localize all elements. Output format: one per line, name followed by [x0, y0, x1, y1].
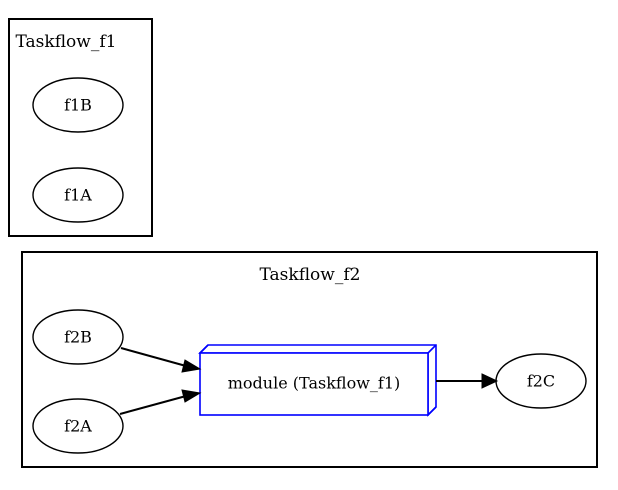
node-f1B-label: f1B: [64, 96, 92, 115]
node-f2B-shape: [32, 309, 124, 365]
edge-f2A-to-module-arrowhead: [181, 389, 202, 403]
node-module-3d-edge-topleft: [199, 344, 209, 354]
node-f1A[interactable]: f1A: [32, 167, 124, 223]
node-f2A[interactable]: f2A: [32, 398, 124, 454]
node-module-3d-edge-bottomright: [427, 406, 437, 416]
edge-f2A-to-module[interactable]: [119, 389, 202, 415]
node-f1A-label: f1A: [64, 186, 92, 205]
node-f2B[interactable]: f2B: [32, 309, 124, 365]
edge-f2B-to-module-line: [120, 347, 187, 367]
node-f1B-shape: [32, 77, 124, 133]
edge-module-to-f2C[interactable]: [436, 373, 499, 389]
node-module-taskflow-f1[interactable]: module (Taskflow_f1): [198, 344, 437, 417]
cluster-taskflow-f1-label: Taskflow_f1: [16, 32, 117, 52]
cluster-taskflow-f2-label: Taskflow_f2: [260, 265, 361, 285]
node-f1B[interactable]: f1B: [32, 77, 124, 133]
node-f2A-shape: [32, 398, 124, 454]
node-module-3d-edge-topright: [427, 344, 437, 354]
node-f2A-label: f2A: [64, 417, 92, 436]
node-f1A-shape: [32, 167, 124, 223]
cluster-taskflow-f2[interactable]: Taskflow_f2 f2B f2A module: [21, 251, 598, 468]
node-f2B-label: f2B: [64, 328, 92, 347]
cluster-taskflow-f2-border: [21, 251, 598, 468]
node-f2C[interactable]: f2C: [495, 353, 587, 409]
edge-module-to-f2C-arrowhead: [481, 373, 499, 389]
edge-f2A-to-module-line: [119, 395, 187, 415]
node-module-front-face: [199, 352, 429, 416]
node-f2C-label: f2C: [527, 372, 555, 391]
edge-f2B-to-module[interactable]: [120, 347, 202, 373]
node-module-label: module (Taskflow_f1): [228, 374, 400, 393]
edge-f2B-to-module-arrowhead: [181, 359, 202, 373]
cluster-taskflow-f1-border: [8, 18, 153, 237]
cluster-taskflow-f1[interactable]: Taskflow_f1 f1B f1A: [8, 18, 153, 237]
